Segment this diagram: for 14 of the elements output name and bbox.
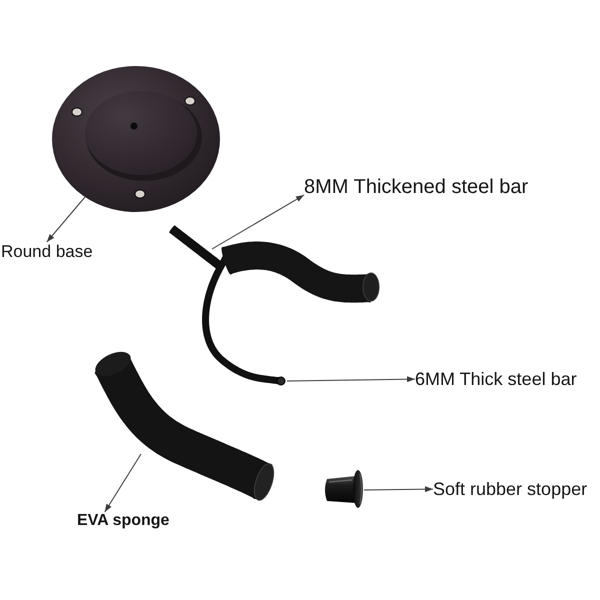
rubber-stopper <box>325 470 363 508</box>
steel-post <box>169 225 223 270</box>
part-label: Round base <box>1 242 93 262</box>
leader-line <box>104 454 142 512</box>
leader-line <box>212 194 304 250</box>
leader-line <box>364 486 434 492</box>
part-label: 8MM Thickened steel bar <box>304 176 528 198</box>
foam-tube <box>94 352 274 501</box>
part-label: 6MM Thick steel bar <box>415 369 577 390</box>
part-label: EVA sponge <box>77 512 170 530</box>
curved-steel-bar <box>202 256 286 386</box>
leader-line <box>286 376 416 382</box>
part-label: Soft rubber stopper <box>433 479 588 500</box>
leader-line <box>46 196 86 242</box>
